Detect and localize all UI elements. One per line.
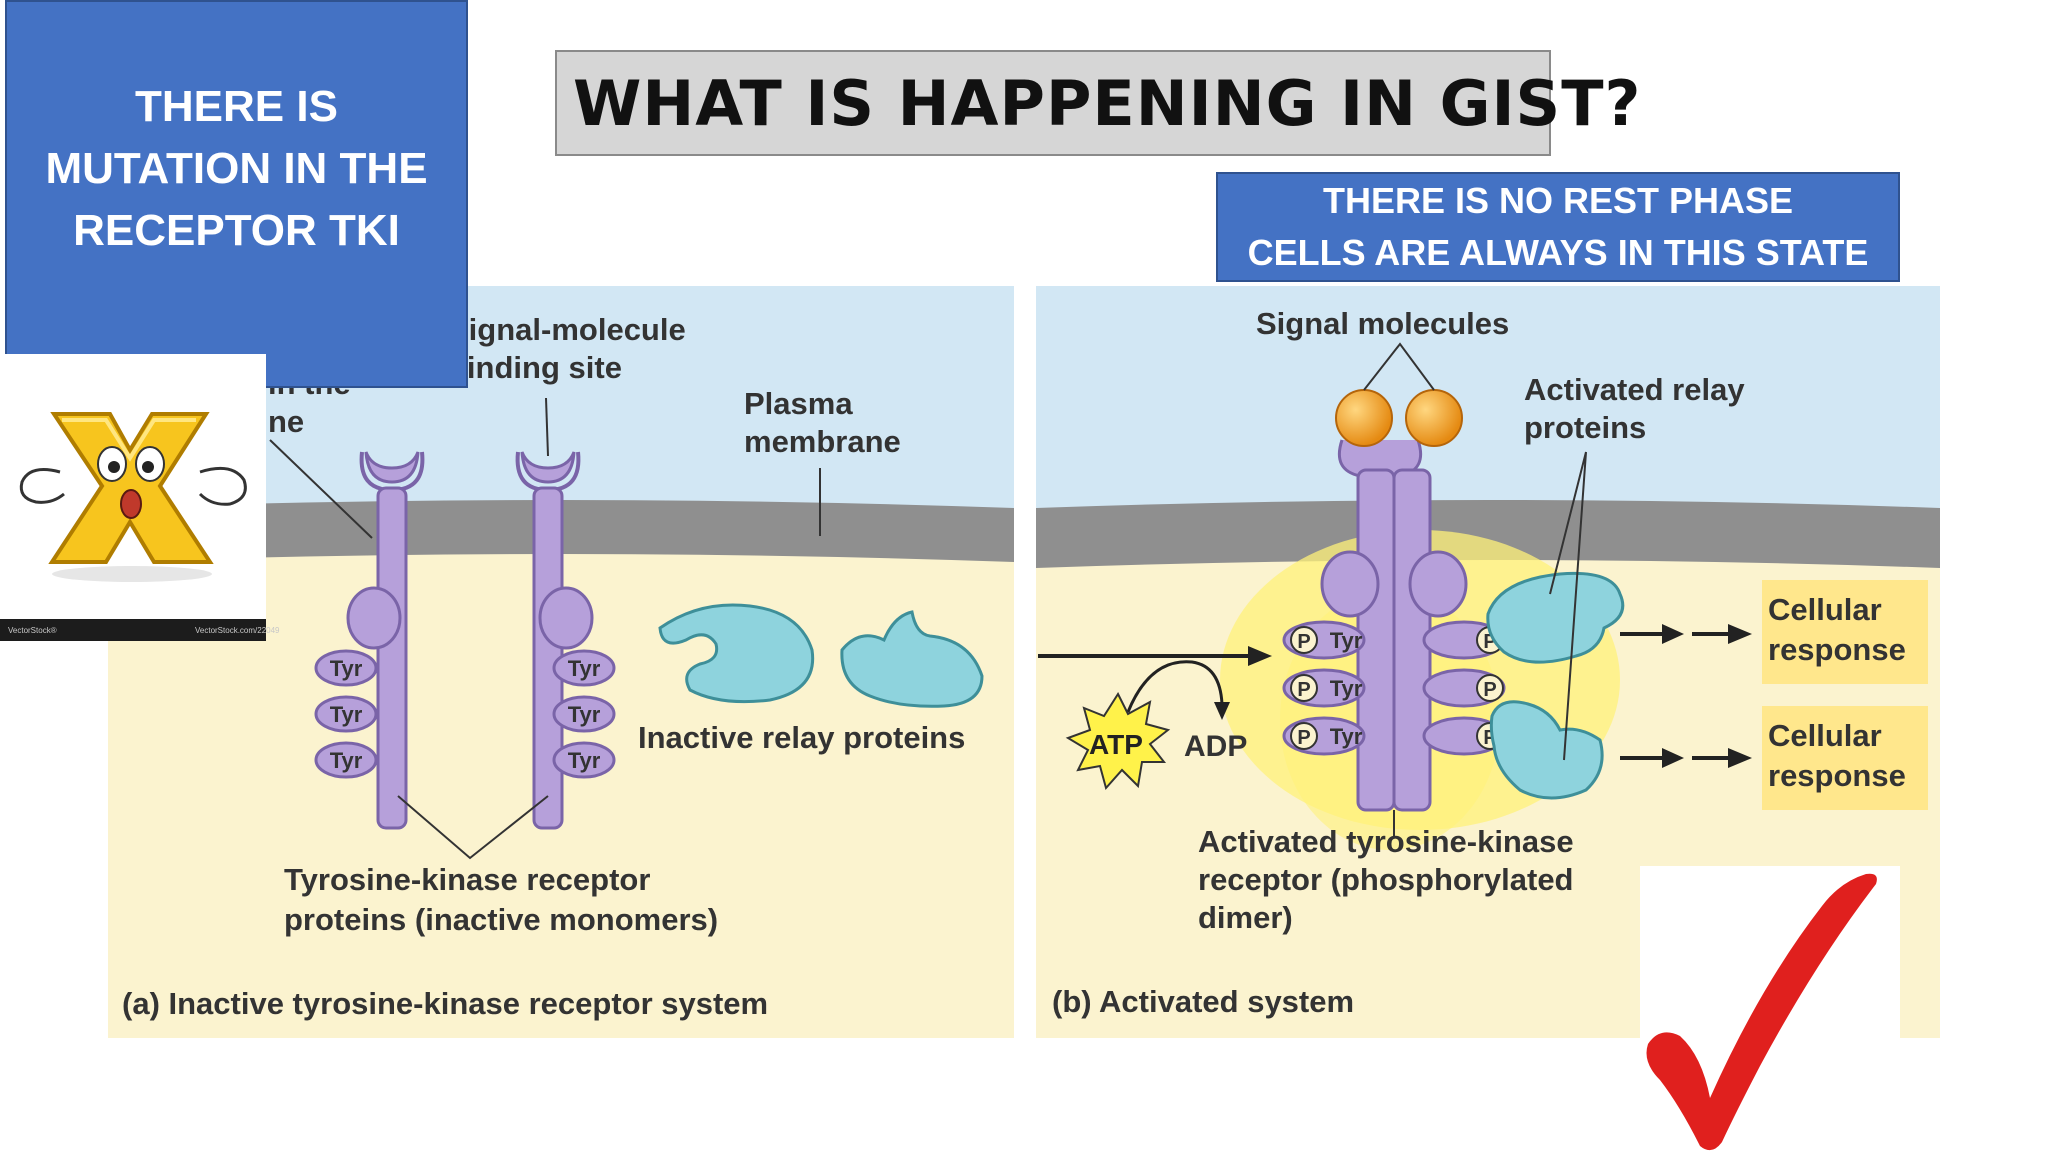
slide-title-box: WHAT IS HAPPENING IN GIST? (555, 50, 1640, 156)
tyr-label: Tyr (1330, 676, 1363, 701)
mutation-callout: THERE IS MUTATION IN THE RECEPTOR TKI (5, 0, 468, 388)
tyr-site (552, 695, 616, 733)
arrow-head (1728, 624, 1752, 644)
cellular-response-box-1 (1762, 580, 1928, 684)
tyr-label: Tyr (1330, 724, 1363, 749)
label-receptor-1: Activated tyrosine-kinase (1198, 824, 1574, 859)
tyr-site (314, 649, 378, 687)
checkmark-icon (1646, 873, 1877, 1151)
label-cellular-1a: Cellular (1768, 592, 1882, 627)
label-adp: ADP (1184, 730, 1247, 763)
phosphate-circle (1476, 674, 1504, 702)
panel-a: Tyr Tyr Tyr Tyr Tyr Tyr Signal-molecule … (108, 286, 1014, 1038)
mutation-callout-text: THERE IS MUTATION IN THE RECEPTOR TKI (45, 82, 428, 255)
inactive-relay-protein-1 (658, 603, 815, 704)
leader-line (1363, 342, 1435, 391)
tyr-label: Tyr (568, 656, 601, 681)
receptor-monomer-1: Tyr Tyr Tyr (314, 451, 425, 830)
signal-molecule (1405, 389, 1463, 447)
phosphate-circle (1290, 674, 1318, 702)
phosphate-circle (1290, 626, 1318, 654)
signal-molecule (1335, 389, 1393, 447)
label-plasma-membrane-1: Plasma (744, 386, 853, 421)
label-activated-relay-1: Activated relay (1524, 372, 1745, 407)
watermark-text: VectorStock® (8, 626, 57, 635)
label-receptor-2: receptor (phosphorylated (1198, 862, 1574, 897)
label-receptor-3: dimer) (1198, 900, 1293, 935)
label-helix-2: ne (268, 404, 304, 439)
tyr-label: Tyr (330, 748, 363, 773)
label-binding-site-1: Signal-molecule (448, 312, 686, 347)
no-rest-phase-callout-text: THERE IS NO REST PHASE CELLS ARE ALWAYS … (1247, 180, 1869, 273)
phosphate-label: P (1297, 631, 1310, 653)
arrow-head (1214, 702, 1230, 720)
inactive-relay-protein-2 (840, 610, 984, 708)
tyr-label: Tyr (330, 656, 363, 681)
label-plasma-membrane-2: membrane (744, 424, 901, 459)
tyr-site (314, 695, 378, 733)
receptor-monomer-2: Tyr Tyr Tyr (515, 451, 616, 830)
activated-relay-protein-2 (1489, 700, 1604, 800)
arrow-head (1662, 748, 1684, 768)
label-inactive-relay: Inactive relay proteins (638, 720, 965, 755)
watermark-bar: VectorStock® VectorStock.com/22049 (0, 619, 280, 641)
receptor-dimer: Tyr Tyr Tyr P P P P P P (1282, 439, 1506, 812)
phosphate-circle (1290, 722, 1318, 750)
panel-b-membrane (1036, 500, 1940, 568)
phosphate-label: P (1297, 727, 1310, 749)
leader-line (269, 439, 373, 539)
tyr-label: Tyr (568, 748, 601, 773)
slide-title: WHAT IS HAPPENING IN GIST? (573, 66, 1642, 140)
surprised-x-image: VectorStock® VectorStock.com/22049 (0, 354, 280, 641)
tyr-label: Tyr (1330, 628, 1363, 653)
panel-a-caption: (a) Inactive tyrosine-kinase receptor sy… (122, 986, 768, 1021)
label-receptors-1: Tyrosine-kinase receptor (284, 862, 650, 897)
no-rest-phase-callout: THERE IS NO REST PHASE CELLS ARE ALWAYS … (1216, 172, 1900, 282)
phosphate-label: P (1297, 679, 1310, 701)
label-cellular-2b: response (1768, 758, 1906, 793)
cellular-response-box-2 (1762, 706, 1928, 810)
arrow-head (1728, 748, 1752, 768)
label-atp: ATP (1089, 729, 1143, 760)
label-binding-site-2: binding site (448, 350, 622, 385)
checkmark-image (1640, 866, 1900, 1152)
atp-starburst (1065, 691, 1171, 791)
label-cellular-1b: response (1768, 632, 1906, 667)
tyr-site (552, 649, 616, 687)
tyr-label: Tyr (330, 702, 363, 727)
leader-line (1549, 451, 1587, 761)
phosphate-label: P (1483, 679, 1496, 701)
watermark-url: VectorStock.com/22049 (195, 626, 280, 635)
arrow-head (1662, 624, 1684, 644)
tyr-site (552, 741, 616, 779)
activated-relay-protein-1 (1486, 571, 1625, 664)
panel-b-extracellular (1036, 286, 1940, 508)
panel-b-caption: (b) Activated system (1052, 984, 1354, 1019)
tyr-site (314, 741, 378, 779)
label-activated-relay-2: proteins (1524, 410, 1646, 445)
panel-b: Tyr Tyr Tyr P P P P P P ATP (1036, 286, 1940, 1038)
surprised-x-cartoon-icon (19, 412, 247, 582)
label-cellular-2a: Cellular (1768, 718, 1882, 753)
tyr-label: Tyr (568, 702, 601, 727)
adp-curve (1126, 660, 1224, 713)
leader-line (545, 397, 549, 457)
arrow-head (1248, 646, 1272, 666)
label-signal-molecules: Signal molecules (1256, 306, 1509, 341)
label-receptors-2: proteins (inactive monomers) (284, 902, 718, 937)
leader-line (397, 795, 549, 860)
